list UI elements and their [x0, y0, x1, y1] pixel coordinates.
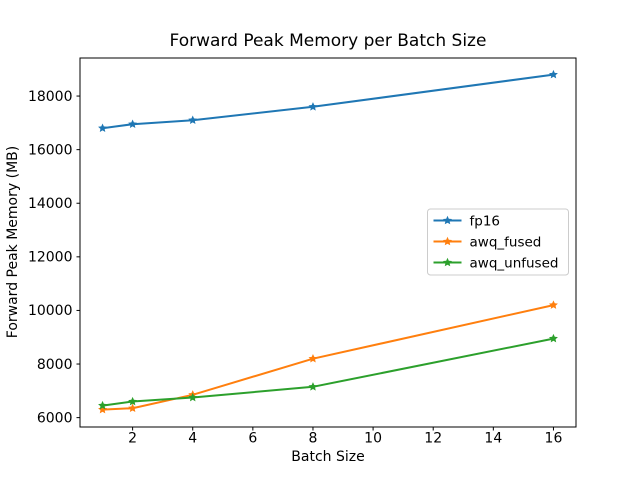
data-point-awq_unfused-batch-8: [308, 382, 318, 391]
x-tick-label: 10: [364, 431, 382, 447]
series-line-awq_unfused: [102, 337, 554, 407]
plot-area: 2 4 6 8 10 12 14 16 6000 8000 10000 12000 14000 16000…: [28, 57, 577, 447]
y-tick-label: 8000: [37, 357, 73, 373]
y-tick-label: 6000: [37, 410, 73, 426]
data-point-fp16-batch-4: [188, 115, 198, 124]
x-tick-label: 8: [309, 431, 318, 447]
legend: fp16 awq_fused awq_unfused: [427, 208, 569, 276]
x-tick-label: 12: [424, 431, 442, 447]
x-axis-label: Batch Size: [291, 449, 364, 465]
y-tick-label: 12000: [28, 250, 73, 266]
axes-frame: [79, 57, 577, 428]
legend-marker-icon: [443, 215, 452, 225]
data-point-fp16-batch-16: [548, 69, 558, 79]
data-point-awq_unfused-batch-1: [98, 400, 108, 410]
data-point-awq_unfused-batch-2: [128, 396, 138, 406]
y-tick-label: 14000: [28, 196, 73, 212]
x-tick-label: 4: [188, 431, 197, 447]
data-point-awq_fused-batch-8: [308, 353, 318, 363]
data-point-awq_fused-batch-1: [98, 404, 108, 414]
legend-label: awq_unfused: [470, 255, 559, 271]
x-tick-label: 14: [484, 431, 502, 447]
y-axis-label: Forward Peak Memory (MB): [5, 146, 21, 338]
legend-label: awq_fused: [470, 234, 542, 250]
y-tick-label: 10000: [28, 303, 73, 319]
legend-marker-icon: [443, 236, 452, 246]
legend-item-awq_fused: awq_fused: [433, 234, 542, 250]
legend-label: fp16: [470, 213, 501, 229]
legend-marker-icon: [443, 257, 452, 267]
data-point-fp16-batch-1: [98, 123, 108, 133]
chart-title: Forward Peak Memory per Batch Size: [170, 31, 487, 51]
y-tick-label: 16000: [28, 142, 73, 158]
x-tick-label: 16: [545, 431, 563, 447]
data-point-awq_unfused-batch-16: [548, 333, 558, 343]
x-tick-label: 2: [128, 431, 137, 447]
legend-box: [427, 208, 569, 276]
legend-item-awq_unfused: awq_unfused: [433, 255, 559, 271]
x-tick-label: 6: [248, 431, 257, 447]
data-point-awq_fused-batch-16: [548, 300, 558, 309]
data-point-awq_fused-batch-2: [128, 403, 138, 413]
series-line-awq_fused: [102, 304, 554, 411]
y-tick-label: 18000: [28, 89, 73, 105]
data-point-fp16-batch-2: [128, 119, 138, 128]
series-line-fp16: [102, 73, 554, 130]
legend-item-fp16: fp16: [433, 213, 501, 229]
data-point-awq_unfused-batch-4: [188, 392, 198, 402]
data-point-fp16-batch-8: [308, 102, 318, 111]
